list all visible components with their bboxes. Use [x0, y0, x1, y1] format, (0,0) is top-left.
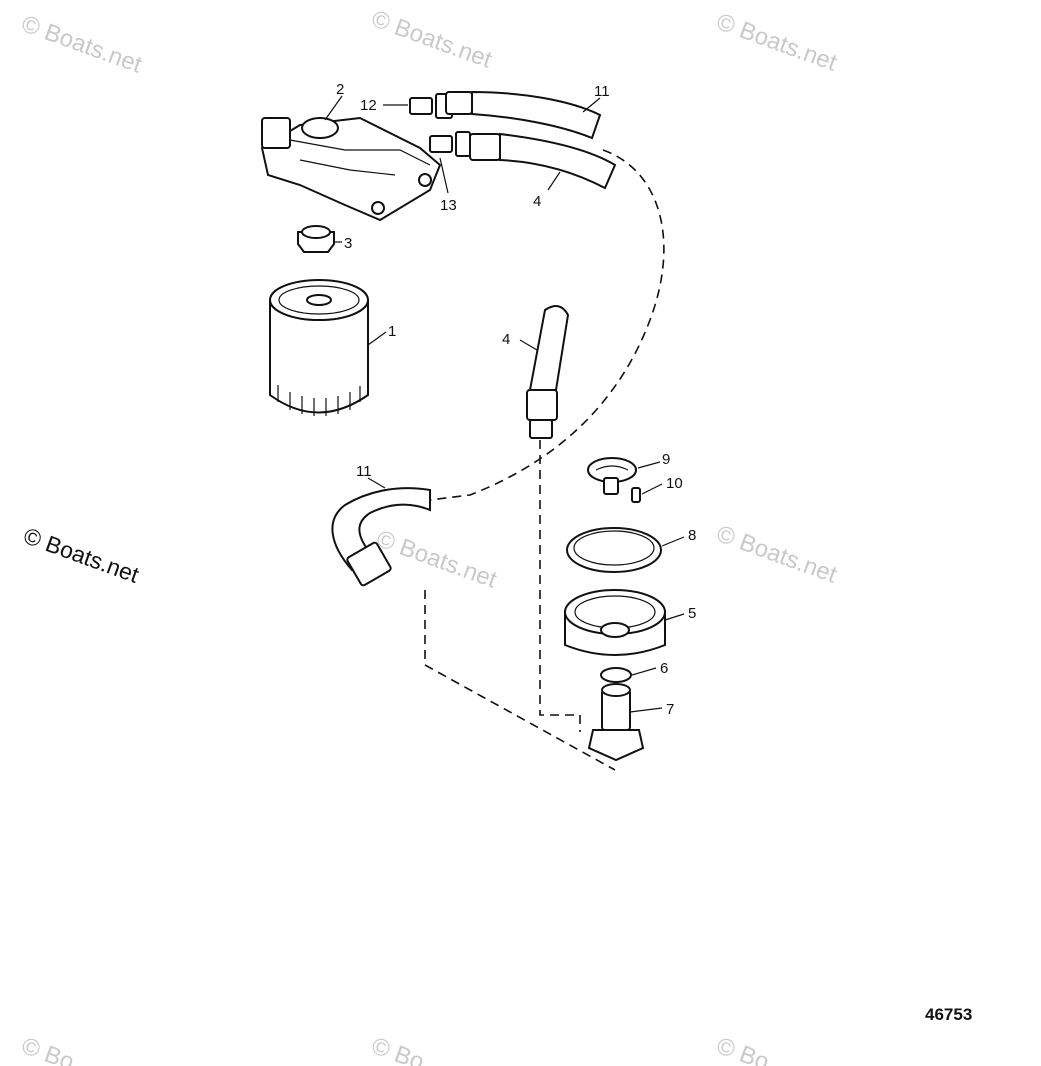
watermark-faint: © Bo [713, 1032, 773, 1066]
callout-13: 13 [440, 197, 457, 214]
callout-8: 8 [688, 527, 696, 544]
callout-3: 3 [344, 235, 352, 252]
callout-6: 6 [660, 660, 668, 677]
watermark-faint: © Boats.net [713, 520, 841, 588]
washer-part [600, 667, 632, 683]
adapter-bolt-part [587, 683, 645, 762]
fitting-13-part [429, 131, 471, 157]
watermark-faint: © Bo [368, 1032, 428, 1066]
hose-11-upper-part [445, 90, 602, 140]
watermark-faint: © Boats.net [713, 8, 841, 76]
watermark-faint: © Boats.net [373, 525, 501, 593]
hose-4-lower-part [526, 305, 570, 439]
watermark-main: © Boats.net [20, 522, 143, 588]
thermostat-part [587, 457, 637, 495]
callout-7: 7 [666, 701, 674, 718]
callout-11-lower: 11 [356, 463, 372, 480]
callout-9: 9 [662, 451, 670, 468]
nipple-fitting-part [297, 225, 335, 253]
leader-lines [324, 95, 685, 713]
hose-4-upper-part [469, 132, 617, 190]
callout-4-upper: 4 [533, 193, 541, 210]
callout-2: 2 [336, 81, 344, 98]
oil-filter-part [269, 279, 369, 416]
filter-adapter-part [260, 116, 442, 222]
watermark-faint: © Bo [18, 1032, 78, 1066]
callout-labels: 1 2 3 4 4 5 6 7 8 9 10 11 11 12 13 [336, 81, 696, 718]
callout-12: 12 [360, 97, 377, 114]
callout-1: 1 [388, 323, 396, 340]
hose-11-lower-part [331, 487, 431, 587]
figure-number: 46753 [925, 1005, 972, 1024]
o-ring-part [566, 527, 662, 573]
callout-10: 10 [666, 475, 683, 492]
callout-5: 5 [688, 605, 696, 622]
watermark-faint: © Boats.net [18, 10, 146, 78]
connection-lines [424, 149, 665, 771]
screw-part [631, 487, 641, 503]
watermark-faint: © Boats.net [368, 5, 496, 73]
adapter-housing-part [564, 589, 666, 656]
callout-4-lower: 4 [502, 331, 510, 348]
callout-11-upper: 11 [594, 83, 610, 100]
